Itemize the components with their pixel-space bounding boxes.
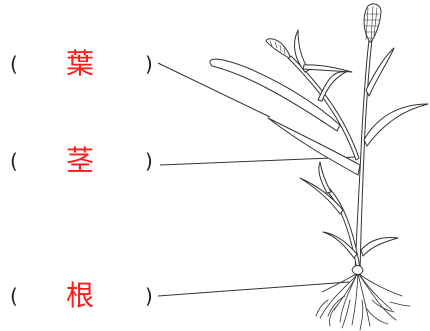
label-stem: ( 茎 ) (0, 143, 170, 183)
leaf-small-lower (319, 162, 331, 193)
close-paren: ) (145, 54, 153, 74)
leaf-lower-left (268, 118, 360, 175)
plant-illustration (210, 4, 428, 330)
second-flower-spike (266, 39, 290, 58)
root-crown (352, 266, 363, 275)
leader-line-root (158, 282, 349, 296)
term-root: 根 (66, 280, 94, 312)
leader-line-stem (160, 157, 356, 165)
close-paren: ) (145, 286, 153, 306)
leaf-bottom-right (361, 238, 398, 257)
leaf-small-lower-2 (300, 178, 343, 214)
leaf-right-big (364, 104, 428, 146)
leaf-upper-right (318, 72, 346, 101)
roots (316, 274, 410, 330)
close-paren: ) (145, 151, 153, 171)
term-stem: 茎 (66, 145, 94, 177)
label-leaf: ( 葉 ) (0, 46, 170, 86)
label-root: ( 根 ) (0, 278, 170, 318)
leaf-stem-sheath (303, 65, 352, 72)
open-paren: ( (10, 151, 18, 171)
open-paren: ( (10, 54, 18, 74)
open-paren: ( (10, 286, 18, 306)
term-leaf: 葉 (66, 48, 94, 80)
